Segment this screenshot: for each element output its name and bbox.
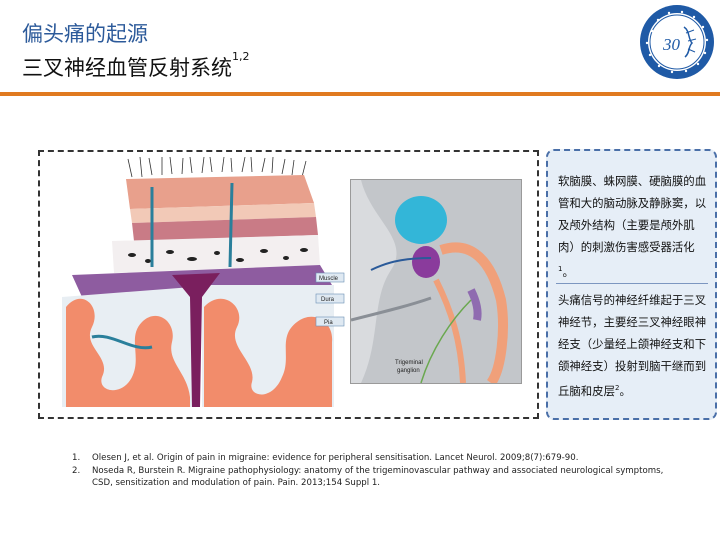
label-trigeminal: Trigeminal bbox=[395, 360, 423, 366]
page-subtitle: 三叉神经血管反射系统1,2 bbox=[22, 50, 250, 80]
reference-item: 2.Noseda R, Burstein R. Migraine pathoph… bbox=[72, 466, 664, 488]
label-muscle: Muscle bbox=[319, 276, 339, 282]
explanation-paragraph-2: 头痛信号的神经纤维起于三叉神经节，主要经三叉神经眼神经支（少量经上颌神经支和下颌… bbox=[558, 293, 707, 398]
label-pia: Pia bbox=[324, 320, 333, 326]
subtitle-citation: 1,2 bbox=[232, 50, 250, 63]
meninges-illustration: Muscle Dura Pia bbox=[62, 157, 345, 407]
figure-frame bbox=[38, 150, 539, 419]
header-rule bbox=[0, 92, 720, 96]
explanation-panel bbox=[546, 149, 717, 420]
label-dura: Dura bbox=[321, 297, 335, 303]
references: 1.Olesen J, et al. Origin of pain in mig… bbox=[72, 452, 672, 489]
label-ganglion: ganglion bbox=[397, 368, 420, 374]
page-title: 偏头痛的起源 bbox=[22, 22, 148, 46]
trigeminal-inset: Trigeminal ganglion bbox=[350, 179, 522, 387]
organization-logo: 30 bbox=[640, 5, 714, 79]
panel-divider bbox=[556, 283, 708, 284]
reference-item: 1.Olesen J, et al. Origin of pain in mig… bbox=[72, 453, 579, 463]
explanation-paragraph-1: 软脑膜、蛛网膜、硬脑膜的血管和大的脑动脉及静脉窦，以及颅外结构（主要是颅外肌肉）… bbox=[558, 174, 707, 279]
svg-text:30: 30 bbox=[662, 35, 681, 54]
